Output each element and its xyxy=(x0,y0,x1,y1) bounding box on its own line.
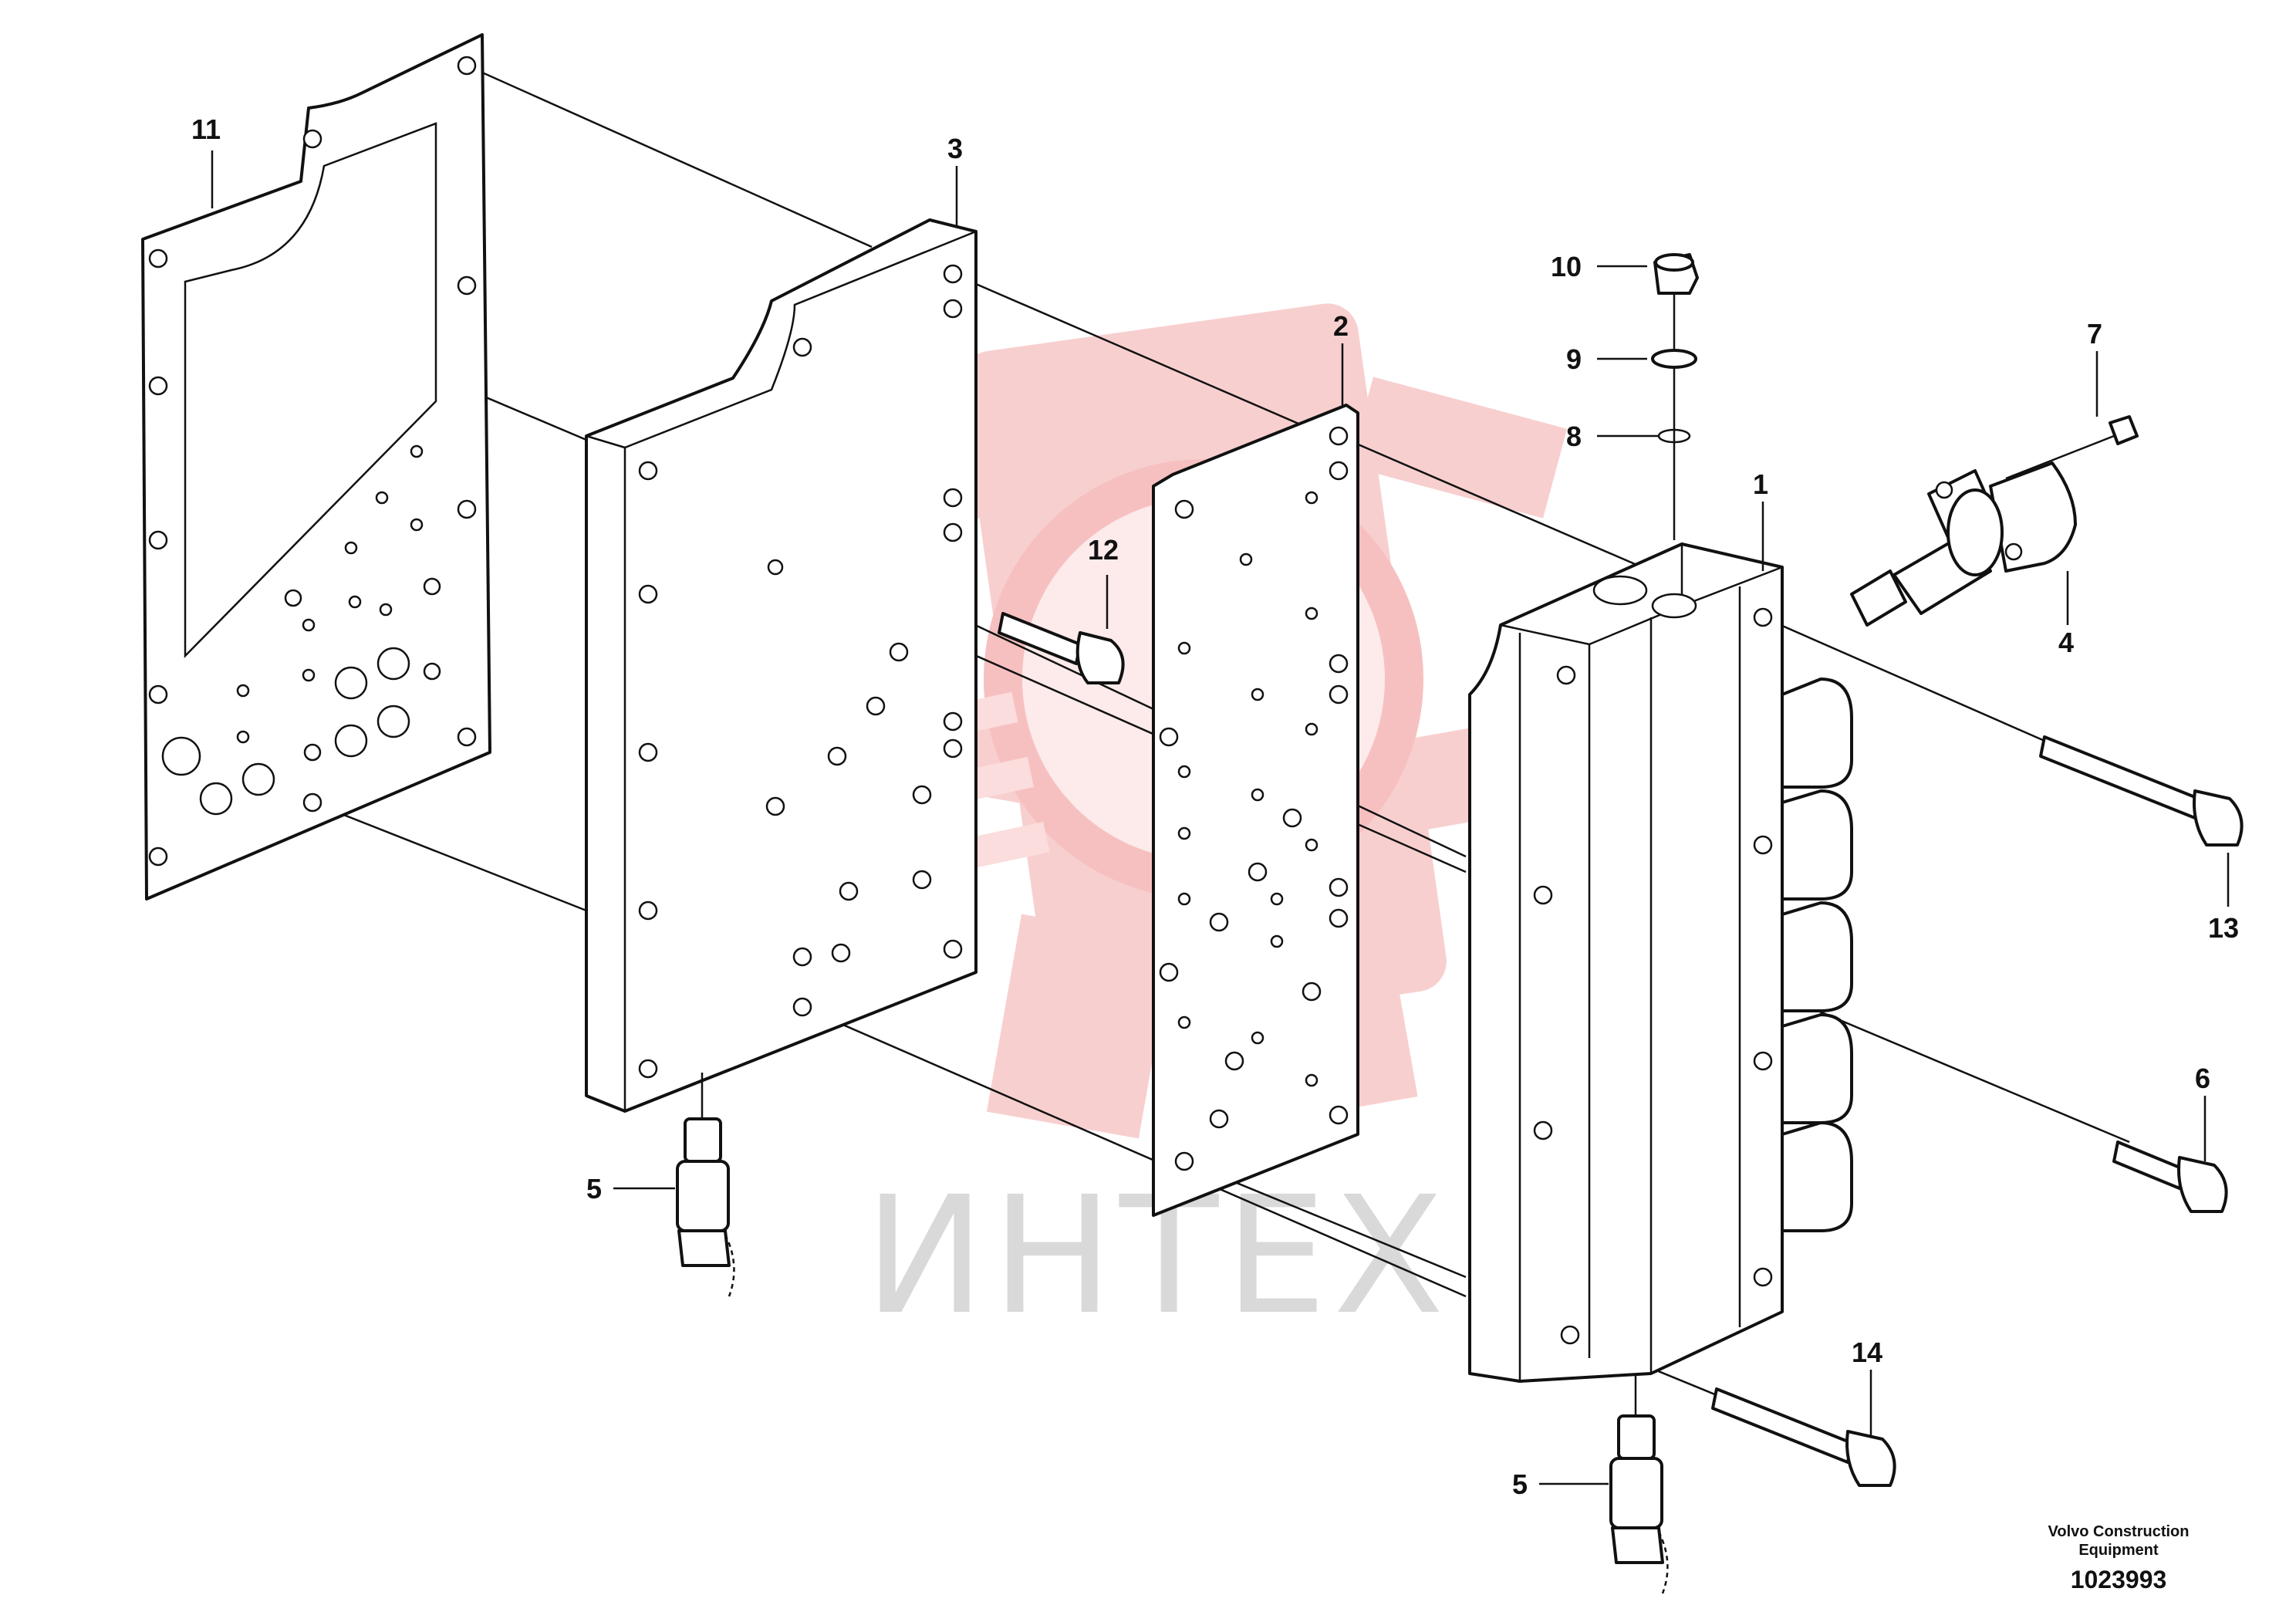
callout-7: 7 xyxy=(2087,318,2102,350)
callout-10: 10 xyxy=(1551,251,1582,282)
screw-part-7 xyxy=(2005,415,2139,480)
manufacturer-line-1: Volvo Construction xyxy=(2048,1523,2190,1540)
callout-13: 13 xyxy=(2208,912,2239,944)
solenoid-valve-part-4 xyxy=(1850,461,2077,627)
plate-part-3 xyxy=(585,218,977,1113)
bolt-part-13 xyxy=(2039,735,2244,846)
footer-credit: Volvo Construction Equipment 1023993 xyxy=(2003,1522,2234,1594)
callout-3: 3 xyxy=(947,133,963,164)
callout-14: 14 xyxy=(1852,1336,1882,1368)
callout-12: 12 xyxy=(1088,534,1119,566)
test-connector-part-5-lower xyxy=(1609,1374,1669,1594)
callout-11: 11 xyxy=(191,113,221,145)
callout-5-upper: 5 xyxy=(586,1173,602,1205)
callout-5-lower: 5 xyxy=(1512,1468,1528,1500)
callout-8: 8 xyxy=(1566,421,1582,452)
test-connector-part-5-upper xyxy=(676,1073,735,1297)
valve-block-part-1 xyxy=(1468,542,1853,1383)
callout-labels: 11 3 2 12 10 9 8 7 1 4 13 6 5 5 14 xyxy=(191,113,2239,1500)
callout-leaders xyxy=(211,150,2230,1485)
callout-4: 4 xyxy=(2058,627,2074,658)
bolt-part-12 xyxy=(998,612,1125,684)
plug-part-10 xyxy=(1653,253,1699,295)
valve-ports xyxy=(1781,678,1853,1232)
callout-2: 2 xyxy=(1333,310,1349,342)
callout-6: 6 xyxy=(2195,1063,2210,1094)
gasket-part-11 xyxy=(141,33,491,901)
document-number: 1023993 xyxy=(2070,1566,2167,1593)
callout-9: 9 xyxy=(1566,343,1582,375)
separator-plate-part-2 xyxy=(1152,404,1359,1217)
bolt-part-6 xyxy=(2112,1140,2228,1213)
manufacturer-line-2: Equipment xyxy=(2078,1542,2159,1559)
bolt-part-14 xyxy=(1711,1387,1896,1487)
washer-part-9 xyxy=(1651,349,1697,369)
callout-1: 1 xyxy=(1753,468,1768,500)
